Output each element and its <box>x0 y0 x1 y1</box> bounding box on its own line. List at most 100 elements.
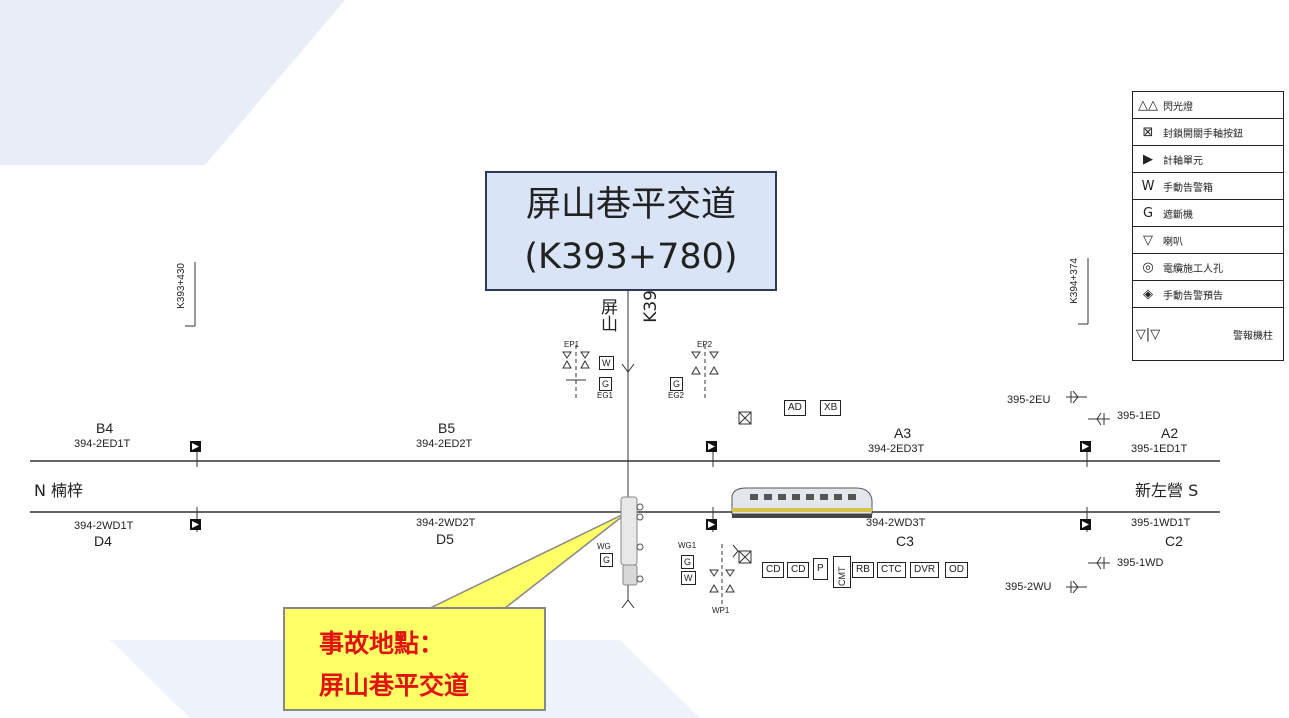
cabinet-rb: RB <box>852 562 874 578</box>
crossing-name: 屏山巷平交道 <box>525 185 736 225</box>
legend-row: ◈ 手動告警預告 <box>1133 281 1283 308</box>
alarm-post-icon <box>562 345 590 398</box>
segment-id: 394-2ED1T <box>74 438 131 450</box>
accident-callout: 事故地點： 屏山巷平交道 <box>283 607 546 711</box>
signal-395-1wd-icon <box>1088 556 1110 570</box>
lockout-switch-icon <box>738 411 752 425</box>
signal-label: 395-2EU <box>1007 394 1051 406</box>
axle-counter-icon <box>706 441 717 467</box>
barrier-machine-icon: G <box>1142 205 1154 221</box>
legend-label: 警報機柱 <box>1233 330 1273 342</box>
barrier-machine-icon: G <box>600 553 614 567</box>
cable-manhole-icon: ◎ <box>1142 259 1154 275</box>
eg2-label: EG2 <box>668 391 685 400</box>
arrow-down-icon <box>621 363 635 373</box>
axle-counter-icon <box>190 507 201 532</box>
manual-alarm-box-icon: W <box>1141 178 1155 194</box>
legend-row: ⊠ 封鎖開關手軸按鈕 <box>1133 119 1283 146</box>
axle-counter-icon: ▶ <box>1143 151 1153 167</box>
arrow-up-icon <box>621 599 635 609</box>
legend-label: 手動告警箱 <box>1163 182 1213 194</box>
segment-name: C3 <box>896 533 914 549</box>
horn-icon: ▽ <box>1143 232 1153 248</box>
wg-label: WG <box>597 542 611 551</box>
segment-name: A2 <box>1161 425 1179 441</box>
road-label: 屏山 <box>597 298 617 332</box>
segment-name: D5 <box>436 531 454 547</box>
lockout-switch-icon: ⊠ <box>1142 124 1154 140</box>
direction-north: N 楠梓 <box>34 481 84 500</box>
crossing-km: (K393+780) <box>524 237 738 277</box>
legend-row: W 手動告警箱 <box>1133 173 1283 200</box>
crossing-title-callout: 屏山巷平交道 (K393+780) <box>485 171 777 291</box>
signal-395-1ed-icon <box>1088 412 1110 426</box>
segment-id: 395-1ED1T <box>1131 443 1188 455</box>
manual-alarm-box-icon: W <box>599 356 614 370</box>
cabinet-dvr: DVR <box>910 562 940 578</box>
legend-label: 手動告警預告 <box>1163 290 1223 302</box>
segment-id: 395-1WD1T <box>1131 517 1191 529</box>
train-icon <box>731 487 873 518</box>
signal-label: 395-1WD <box>1117 557 1164 569</box>
cabinet-od: OD <box>945 562 968 578</box>
barrier-machine-icon: G <box>681 555 695 569</box>
alarm-post-icon <box>709 544 739 605</box>
segment-name: C2 <box>1165 533 1183 549</box>
signal-395-2eu-icon <box>1066 390 1087 404</box>
segment-name: B4 <box>96 420 114 436</box>
ep1-label: EP1 <box>564 340 580 349</box>
segment-id: 394-2WD1T <box>74 520 134 532</box>
cabinet-ctc: CTC <box>877 562 906 578</box>
segment-name: D4 <box>94 533 112 549</box>
flash-lamp-icon: △△ <box>1138 97 1158 113</box>
accident-title: 事故地點： <box>319 629 445 658</box>
wp1-label: WP1 <box>712 606 730 615</box>
accident-location: 屏山巷平交道 <box>319 671 470 700</box>
segment-name: A3 <box>894 425 912 441</box>
legend-label: 封鎖開關手軸按鈕 <box>1163 128 1243 140</box>
manual-alarm-warning-icon: ◈ <box>1143 286 1153 302</box>
segment-id: 394-2WD3T <box>866 517 926 529</box>
legend-row: ◎ 電纜施工人孔 <box>1133 254 1283 281</box>
xb-box: XB <box>820 400 842 416</box>
barrier-machine-icon: G <box>599 377 613 391</box>
cabinet-cd: CD <box>787 562 810 578</box>
axle-counter-icon <box>1080 441 1091 467</box>
segment-id: 394-2ED3T <box>868 443 925 455</box>
road-km-label: K39 <box>641 290 661 323</box>
signal-label: 395-1ED <box>1117 410 1161 422</box>
axle-counter-icon <box>190 441 201 467</box>
legend-label: 閃光燈 <box>1163 101 1193 113</box>
cabinet-cd: CD <box>762 562 785 578</box>
lockout-switch-icon <box>738 550 752 564</box>
accident-pointer <box>421 511 629 613</box>
axle-counter-icon <box>1080 507 1091 532</box>
cabinet-p: P <box>813 558 828 580</box>
legend-label: 電纜施工人孔 <box>1163 263 1223 275</box>
legend-row: ▽|▽ 警報機柱 <box>1133 308 1283 360</box>
legend-label: 計軸單元 <box>1163 155 1203 167</box>
legend-row: △△ 閃光燈 <box>1133 92 1283 119</box>
alarm-post-icon: ▽|▽ <box>1135 326 1161 342</box>
manual-alarm-box-icon: W <box>681 571 696 585</box>
ep2-label: EP2 <box>697 340 713 349</box>
segment-name: B5 <box>438 420 456 436</box>
legend-label: 遮斷機 <box>1163 209 1193 221</box>
wg1-label: WG1 <box>678 541 697 550</box>
axle-counter-icon <box>706 507 717 532</box>
ad-box: AD <box>784 400 806 416</box>
legend-label: 喇叭 <box>1163 236 1183 248</box>
segment-id: 394-2ED2T <box>416 438 473 450</box>
legend-row: ▽ 喇叭 <box>1133 227 1283 254</box>
segment-id: 394-2WD2T <box>416 517 476 529</box>
alarm-post-icon <box>691 345 719 398</box>
barrier-machine-icon: G <box>670 377 684 391</box>
direction-south: 新左營 S <box>1135 481 1199 500</box>
eg1-label: EG1 <box>597 391 614 400</box>
signal-395-2wu-icon <box>1066 580 1087 594</box>
legend-row: ▶ 計軸單元 <box>1133 146 1283 173</box>
truck-icon <box>620 496 644 586</box>
signal-label: 395-2WU <box>1005 581 1052 593</box>
legend: △△ 閃光燈 ⊠ 封鎖開關手軸按鈕 ▶ 計軸單元 W 手動告警箱 G 遮斷機 ▽… <box>1132 91 1284 361</box>
